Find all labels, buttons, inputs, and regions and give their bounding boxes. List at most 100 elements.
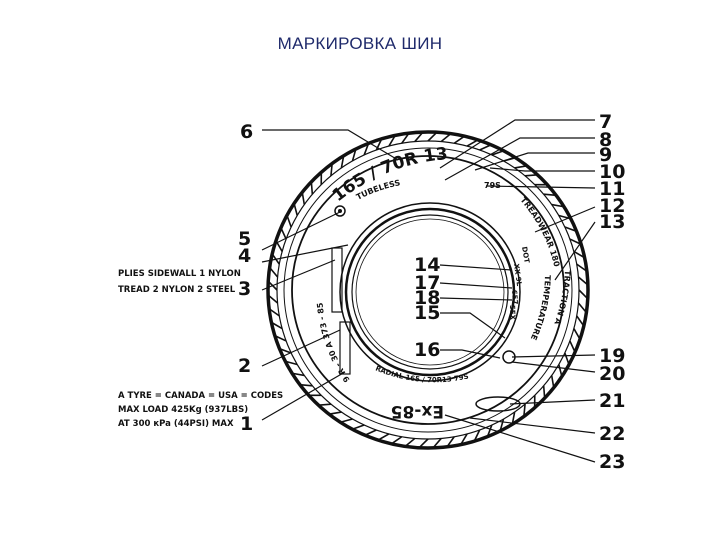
callout-23: 23 (599, 451, 625, 473)
tread-groove (330, 164, 333, 176)
tread-groove (365, 429, 377, 436)
tread-groove (440, 133, 451, 143)
tread-groove (557, 364, 563, 376)
tread-groove (280, 228, 287, 240)
tread-groove (460, 433, 468, 444)
tread-groove (351, 150, 357, 162)
callout-12: 12 (599, 195, 625, 217)
callout-6: 6 (240, 121, 253, 143)
tread-groove (564, 226, 576, 232)
tread-groove (280, 348, 292, 354)
tread-groove (286, 216, 292, 228)
tire-outline (266, 130, 590, 450)
tread-groove (272, 322, 283, 330)
tread-groove (577, 302, 587, 312)
tread-groove (542, 385, 546, 397)
tread-groove (576, 263, 587, 272)
callout-18: 18 (414, 287, 440, 309)
tread-groove (375, 139, 382, 151)
tread-groove (551, 203, 563, 208)
model-marking: Ex-85 (391, 401, 444, 421)
tread-groove (363, 144, 369, 156)
load-note-line-1: A TYRE = CANADA = USA = CODES (118, 391, 283, 401)
tread-groove (479, 144, 491, 151)
tread-groove (301, 383, 313, 387)
plies-note-line-1: PLIES SIDEWALL 1 NYLON (118, 269, 241, 279)
tread-groove (569, 340, 576, 352)
tread-groove (269, 308, 280, 317)
callout-21: 21 (599, 390, 625, 412)
callout-8: 8 (599, 129, 612, 151)
callout-7: 7 (599, 111, 612, 133)
temperature-marking: TEMPERATURE B (0, 0, 552, 344)
callout-1: 1 (240, 413, 253, 435)
tread-groove (523, 404, 526, 416)
page-title: МАРКИРОВКА ШИН (277, 34, 443, 53)
ply-bar-lower (339, 321, 351, 375)
callout-14: 14 (414, 254, 440, 276)
tread-groove (511, 411, 516, 424)
tread-groove (576, 315, 584, 326)
dot-code-3: 5EX (508, 305, 517, 321)
tread-groove (392, 436, 403, 444)
tread-groove (474, 429, 481, 441)
tread-groove (286, 360, 298, 366)
tread-groove (573, 328, 581, 339)
tread-groove (543, 193, 555, 197)
dot-code-1: XX 9L (512, 263, 523, 287)
tread-groove (293, 204, 299, 216)
tread-groove (388, 136, 396, 147)
tread-groove (564, 352, 570, 364)
callout-4: 4 (238, 245, 251, 267)
callout-13: 13 (599, 211, 625, 233)
tread-groove (514, 165, 526, 169)
tread-groove (453, 136, 464, 144)
dot-code-2: 657 (510, 290, 519, 305)
tread-groove (573, 250, 584, 258)
callout-10: 10 (599, 161, 625, 183)
tread-groove (447, 436, 455, 447)
tread-groove (378, 433, 390, 441)
tread-groove (269, 268, 279, 278)
plies-note-line-2: TREAD 2 NYLON 2 STEEL (118, 285, 236, 295)
tread-groove (577, 276, 588, 285)
tread-pattern (268, 132, 588, 448)
tread-groove (353, 424, 365, 430)
dot-marking: DOT (520, 246, 531, 264)
tread-groove (487, 424, 493, 436)
load-speed-marking: 79S (484, 181, 501, 190)
callout-16: 16 (414, 339, 440, 361)
callout-20: 20 (599, 363, 625, 385)
callout-22: 22 (599, 423, 625, 445)
tread-groove (275, 335, 287, 342)
tread-groove (499, 418, 505, 430)
callout-5: 5 (238, 228, 251, 250)
tread-groove (293, 372, 305, 377)
tread-groove (319, 403, 332, 406)
tread-groove (275, 241, 283, 252)
tread-groove (569, 238, 581, 245)
callout-2: 2 (238, 355, 251, 377)
tread-groove (550, 375, 555, 387)
ply-bar-left (331, 247, 343, 313)
load-symbol-icon (334, 205, 346, 217)
tread-groove (405, 437, 416, 447)
tread-groove (466, 139, 478, 147)
tread-groove (268, 295, 279, 304)
tread-groove (341, 418, 353, 423)
load-note-line-3: AT 300 кPa (44PSI) MAX (118, 419, 234, 429)
tread-groove (401, 133, 409, 144)
tread-groove (524, 174, 537, 177)
tread-groove (433, 437, 442, 448)
callout-19: 19 (599, 345, 625, 367)
tread-groove (301, 193, 306, 205)
leader-lines (261, 119, 596, 463)
tread-groove (427, 132, 437, 142)
tread-groove (419, 438, 429, 448)
tread-groove (578, 289, 588, 299)
tread-groove (491, 150, 503, 156)
tread-groove (330, 411, 342, 415)
callout-15: 15 (414, 302, 440, 324)
callout-11: 11 (599, 178, 625, 200)
